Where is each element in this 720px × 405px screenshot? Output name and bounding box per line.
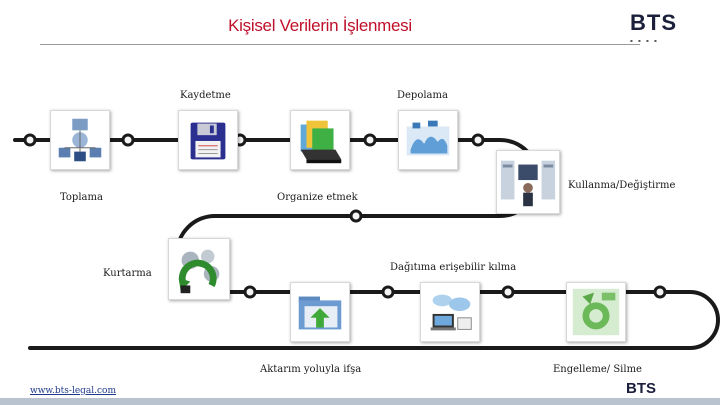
recovery-cycle-icon (178, 249, 220, 294)
tile-aktarim (290, 282, 350, 342)
logo-tagline: ▪ ▪ ▪ ▪ (630, 38, 659, 43)
bts-logo: BTS ▪ ▪ ▪ ▪ (630, 12, 700, 48)
tile-depolama (398, 110, 458, 170)
server-person-icon (500, 160, 556, 207)
tile-engelleme (566, 282, 626, 342)
step-label-organize: Organize etmek (277, 192, 358, 203)
step-label-aktarim: Aktarım yoluyla ifşa (260, 364, 362, 375)
path-node (23, 133, 37, 147)
tile-kullanma (496, 150, 560, 214)
path-node (653, 285, 667, 299)
network-users-icon (58, 118, 102, 162)
path-node (363, 133, 377, 147)
cloud-storage-icon (406, 120, 450, 156)
logo-text: BTS (630, 10, 677, 35)
footer-logo: BTS (626, 380, 656, 397)
floppy-disk-icon (190, 122, 226, 160)
step-label-kurtarma: Kurtarma (103, 268, 152, 279)
step-label-kaydetme: Kaydetme (180, 90, 231, 101)
recycle-icon (572, 288, 620, 336)
footer-website-link[interactable]: www.bts-legal.com (30, 386, 117, 396)
path-node (243, 285, 257, 299)
tile-dagitim (420, 282, 480, 342)
step-label-dagitim: Dağıtıma erişebilir kılma (390, 262, 517, 273)
path-node (349, 209, 363, 223)
tile-kaydetme (178, 110, 238, 170)
path-node (501, 285, 515, 299)
step-label-kullanma: Kullanma/Değiştirme (568, 180, 676, 191)
tile-organize (290, 110, 350, 170)
title-divider (40, 44, 640, 45)
cloud-laptop-icon (430, 294, 472, 331)
folder-upload-icon (298, 296, 342, 330)
path-node (471, 133, 485, 147)
step-label-engelleme: Engelleme/ Silme (553, 364, 642, 375)
tile-toplama (50, 110, 110, 170)
tile-kurtarma (168, 238, 230, 300)
path-node (381, 285, 395, 299)
step-label-toplama: Toplama (60, 192, 103, 203)
page-title: Kişisel Verilerin İşlenmesi (228, 16, 412, 35)
step-label-depolama: Depolama (397, 90, 448, 101)
footer-bar (0, 398, 720, 405)
folders-box-icon (300, 120, 342, 164)
path-node (121, 133, 135, 147)
